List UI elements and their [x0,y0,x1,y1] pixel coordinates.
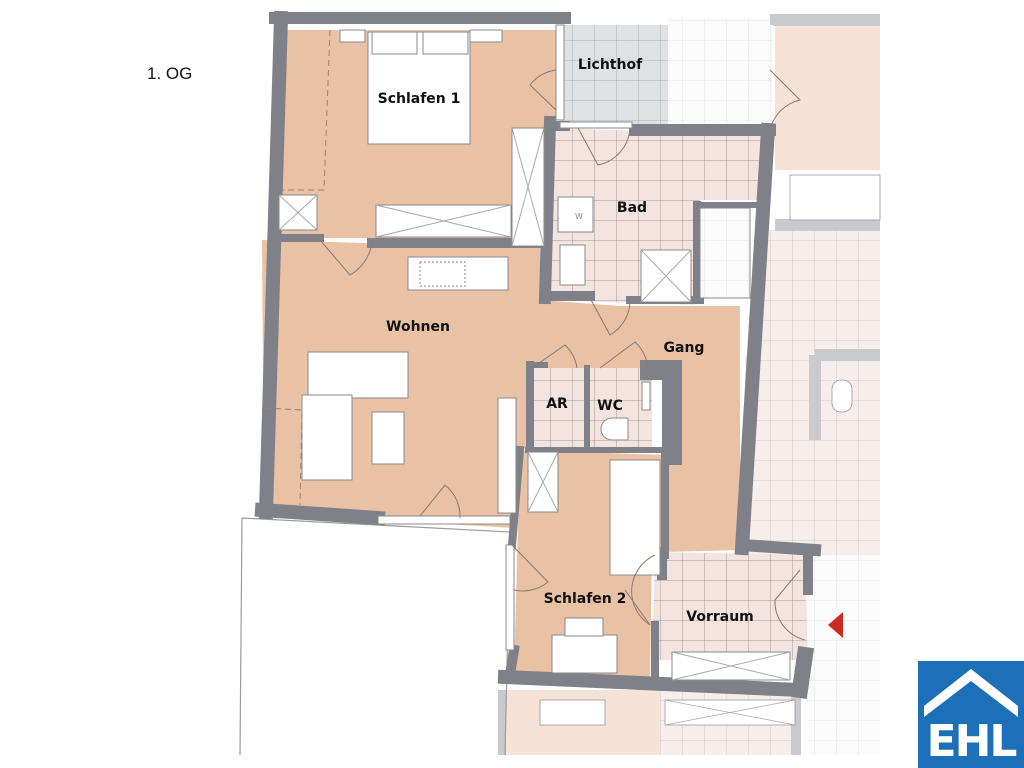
terrace-outline [239,517,511,756]
room-label-wc: WC [597,398,623,414]
furniture [278,31,791,681]
house-roof-icon [924,669,1018,717]
floor-label: 1. OG [147,64,193,83]
room-label-bad: Bad [616,200,648,216]
room-label-wohnen: Wohnen [386,319,450,335]
ehl-logo: EHL [918,661,1024,768]
washer-marker: W [575,212,583,221]
room-label-lichthof: Lichthof [577,57,643,73]
logo-text: EHL [926,716,1018,767]
room-label-schlafen1: Schlafen 1 [377,91,461,107]
room-label-gang: Gang [663,340,705,356]
room-label-schlafen2: Schlafen 2 [543,591,627,607]
doors [319,69,806,641]
dashed-outlines [264,29,331,506]
room-label-ar: AR [546,396,568,412]
entrance-arrow-icon [828,612,843,638]
room-label-vorraum: Vorraum [686,609,754,625]
windows [339,24,633,651]
